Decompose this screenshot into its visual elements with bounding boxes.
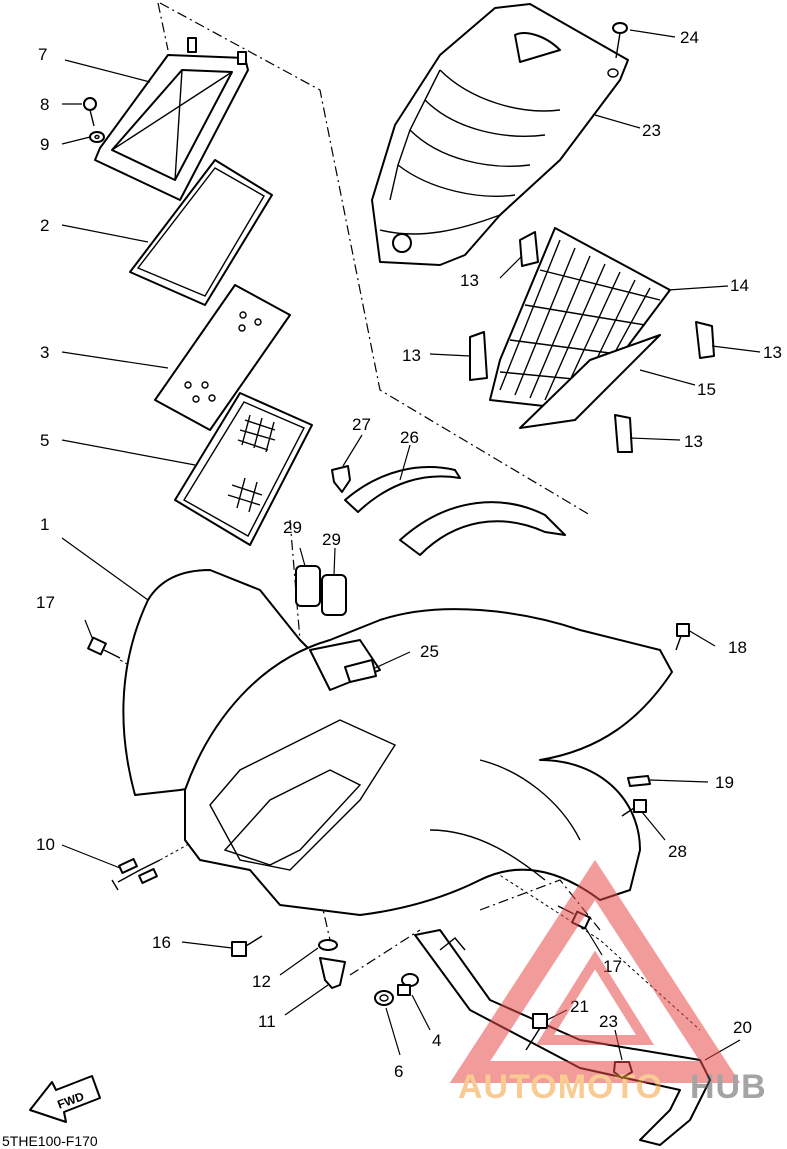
part-20-front-panel [371,3,629,266]
callout-18: 18 [728,638,747,657]
part-9-washer [89,131,105,143]
part-1-front-fender [122,569,673,916]
callout-3: 3 [40,343,49,362]
part-22-cover [344,659,377,683]
watermark-logo: AUTOMOTO HUB [449,859,767,1106]
callout-1: 1 [40,515,49,534]
part-3-plate [154,284,291,431]
callout-4: 4 [432,1031,441,1050]
part-8-screw [83,97,97,127]
watermark-triangle-icon [449,859,741,1083]
watermark-brand-left: AUTOMOTO [458,1068,663,1106]
callout-19: 19 [715,773,734,792]
callout-15: 15 [697,380,716,399]
part-6-grommet [374,990,394,1006]
leader-lines [61,29,761,1061]
part-2-filter-element [129,159,273,306]
part-24-rivet [331,465,351,493]
fwd-arrow-icon: FWD [29,1075,101,1123]
part-23-brackets [344,466,566,556]
part-16-bolt [231,935,263,957]
part-15-backing-sheet [519,334,661,429]
part-7-filter-frame [94,37,249,201]
callout-28: 23 [599,1012,618,1031]
part-26-bolt [525,1013,548,1051]
part-27-bolt [621,799,647,817]
part-10-wire-harness [111,857,161,891]
part-17-bolt-left [87,636,121,659]
callout-20: 23 [642,121,661,140]
part-12-washer [318,939,338,951]
callout-14: 14 [730,276,749,295]
callout-29-a: 29 [283,518,302,537]
callout-6: 6 [394,1062,403,1081]
callout-12: 12 [252,972,271,991]
part-29-grommets [295,565,347,616]
part-11-plug [319,957,346,989]
part-19-clip [627,775,651,787]
callout-11: 11 [258,1012,276,1031]
callout-29-b: 29 [322,530,341,549]
watermark-brand-right: HUB [690,1068,767,1106]
callout-13-d: 13 [684,432,703,451]
part-13-clips [469,231,715,453]
part-4-collar [397,973,419,996]
callout-17-left: 17 [36,593,55,612]
callout-25: 20 [733,1018,752,1037]
callout-16: 16 [152,933,171,952]
callout-13-b: 13 [402,346,421,365]
callout-5: 5 [40,431,49,450]
callout-13-a: 13 [460,271,479,290]
callout-2: 2 [40,216,49,235]
callout-8: 8 [40,95,49,114]
part-18-bolt [675,623,690,651]
part-21-screw [607,22,628,78]
diagram-code: 5THE100-F170 [2,1133,98,1149]
callout-27: 28 [668,842,687,861]
callout-22: 25 [420,642,439,661]
part-5-screen [174,392,313,546]
callout-24: 27 [352,415,371,434]
part-14-grille [489,227,671,411]
callout-9: 9 [40,135,49,154]
callout-10: 10 [36,835,55,854]
callout-13-c: 13 [763,343,782,362]
callout-7: 7 [38,45,47,64]
callout-23: 26 [400,428,419,447]
callout-21: 24 [680,28,699,47]
callout-labels: 7 8 9 2 3 5 1 17 10 16 12 11 6 4 24 23 1… [36,28,782,1081]
